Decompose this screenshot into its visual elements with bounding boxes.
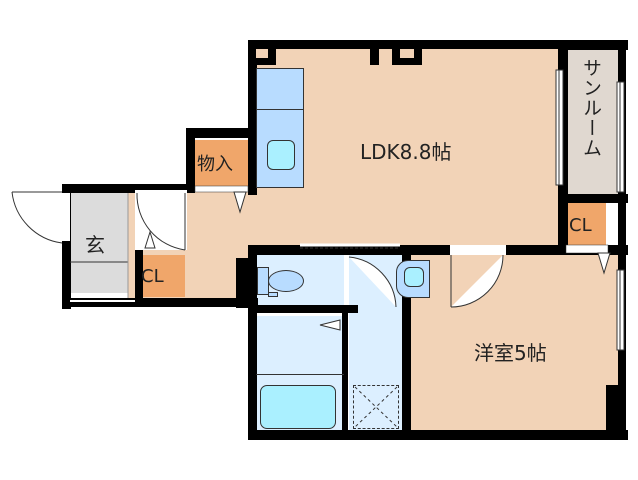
toilet-paper-icon bbox=[268, 292, 278, 297]
wall-western-right-stub bbox=[606, 385, 620, 435]
entrance bbox=[70, 193, 128, 293]
washing-machine-space bbox=[353, 385, 399, 429]
entrance-label: 玄 bbox=[85, 233, 105, 257]
wall-bath-wash bbox=[342, 313, 348, 438]
closet-ldk-label: CL bbox=[569, 215, 592, 236]
storage-label: 物入 bbox=[197, 154, 233, 175]
wall-sunroom-top bbox=[558, 40, 628, 50]
western-room-label: 洋室5帖 bbox=[474, 341, 547, 365]
wall-storage-left bbox=[186, 128, 195, 193]
ldk-label: LDK8.8帖 bbox=[360, 140, 452, 164]
storage-room bbox=[194, 140, 248, 186]
bathtub-icon bbox=[260, 385, 336, 429]
closet-ldk bbox=[566, 203, 606, 245]
wall-entrance-bottom bbox=[62, 298, 258, 307]
toilet-bowl-icon bbox=[268, 270, 304, 292]
closet-entrance bbox=[143, 255, 185, 297]
wash-basin-bowl-icon bbox=[404, 267, 424, 287]
wall-ldk-pillar-2-inner bbox=[400, 49, 414, 58]
wall-entrance-left bbox=[62, 184, 71, 309]
kitchen-sink-icon bbox=[267, 140, 295, 170]
wall-cl-left bbox=[135, 248, 143, 306]
wall-ldk-left bbox=[248, 40, 257, 195]
sunroom bbox=[567, 48, 619, 194]
wall-toilet-bath bbox=[248, 305, 358, 313]
closet-entrance-label: CL bbox=[141, 266, 164, 287]
wall-ldk-bottom bbox=[248, 245, 628, 255]
wall-sunroom-right bbox=[618, 40, 626, 435]
wall-bottom bbox=[248, 430, 628, 440]
wall-cl-divider bbox=[558, 194, 628, 203]
bath-divider bbox=[256, 374, 344, 375]
western-room bbox=[410, 250, 620, 432]
wall-bath-left bbox=[248, 245, 257, 440]
wall-storage-top bbox=[186, 128, 256, 138]
kitchen-counter-divider bbox=[256, 109, 304, 110]
wall-ldk-pillar-1 bbox=[370, 40, 379, 65]
wall-washroom-right bbox=[402, 245, 411, 440]
sunroom-label: サンルーム bbox=[580, 58, 602, 158]
wall-hall-right bbox=[236, 258, 248, 308]
wall-ldk-corner-inner bbox=[256, 49, 268, 58]
wall-entrance-top bbox=[62, 184, 194, 193]
